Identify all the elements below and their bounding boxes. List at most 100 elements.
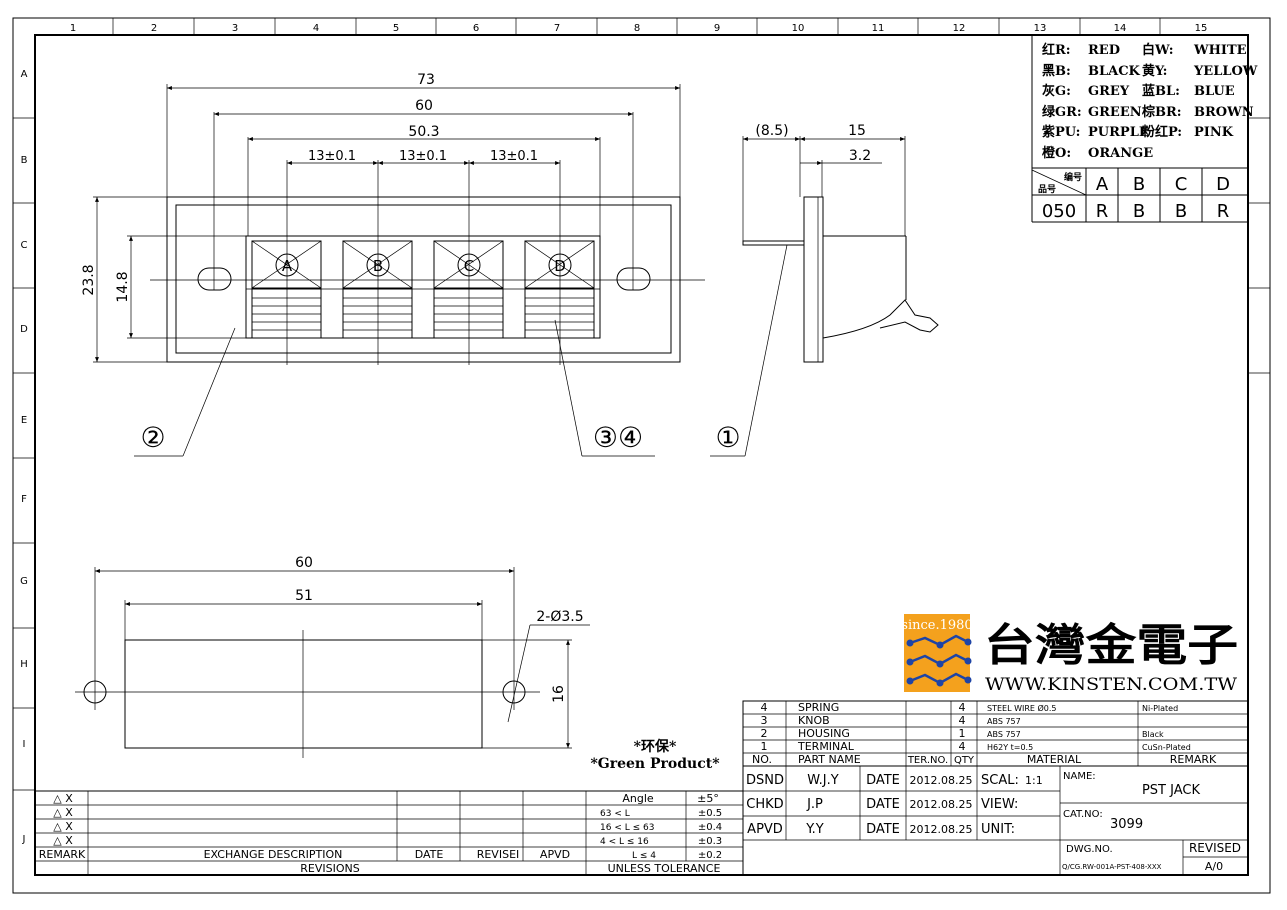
legend-name: BLACK — [1088, 64, 1141, 79]
bom-hdr-qty: QTY — [954, 755, 975, 766]
hole-note: 2-Ø3.5 — [536, 609, 583, 625]
legend-name: WHITE — [1193, 43, 1247, 58]
tol-angle-label: Angle — [622, 792, 654, 805]
view-label: VIEW: — [981, 797, 1018, 812]
legend-name: GREEN — [1088, 105, 1142, 120]
date-value: 2012.08.25 — [910, 798, 973, 811]
dim-16: 16 — [551, 685, 567, 703]
col-header: C — [1175, 174, 1188, 195]
legend-code: 棕BR: — [1141, 104, 1182, 120]
name-label: NAME: — [1063, 771, 1096, 782]
dwg-label: DWG.NO. — [1066, 844, 1113, 855]
row-label: I — [23, 739, 26, 750]
bom-no: 1 — [761, 740, 768, 753]
rev-row: △ X — [53, 820, 73, 833]
bom-remark: Ni-Plated — [1142, 704, 1178, 713]
dim-3-2: 3.2 — [849, 148, 871, 164]
legend-name: YELLOW — [1193, 64, 1258, 79]
row-label: H — [20, 659, 28, 670]
legend-code: 黑B: — [1042, 64, 1071, 79]
revisions-table: △ X △ X △ X △ X REMARK EXCHANGE DESCRIPT… — [35, 790, 744, 875]
color-cell: B — [1175, 201, 1187, 222]
legend-code: 橙O: — [1042, 145, 1071, 161]
chkd-name: J.P — [806, 797, 823, 812]
col-header: B — [1133, 174, 1145, 195]
legend-code: 粉红P: — [1142, 124, 1182, 140]
bom-qty: 1 — [959, 727, 966, 740]
legend-code: 黄Y: — [1142, 63, 1167, 79]
dsnd-name: W.J.Y — [807, 773, 838, 788]
col-label: 6 — [473, 23, 479, 34]
tol-range: L ≤ 4 — [632, 851, 656, 861]
dim-23-8: 23.8 — [81, 264, 97, 295]
dim-8-5: (8.5) — [755, 123, 788, 139]
legend-code: 蓝BL: — [1142, 83, 1180, 99]
rev-revised: REVISEI — [477, 848, 520, 861]
row-label: A — [21, 69, 28, 80]
bom-material: ABS 757 — [987, 730, 1021, 739]
row-label: E — [21, 415, 27, 426]
rev-apvd: APVD — [540, 848, 570, 861]
legend-code: 绿GR: — [1042, 104, 1082, 120]
rev-row: △ X — [53, 834, 73, 847]
col-label: 14 — [1114, 23, 1127, 34]
tol-range: 4 < L ≤ 16 — [600, 837, 649, 847]
hdr-bottom: 品号 — [1038, 184, 1056, 195]
bom-part: SPRING — [798, 701, 839, 714]
chkd-label: CHKD — [746, 797, 783, 812]
color-cell: R — [1096, 201, 1109, 222]
rev-exchange: EXCHANGE DESCRIPTION — [204, 848, 343, 861]
bom-remark: Black — [1142, 730, 1164, 739]
tol-range: 63 < L — [600, 809, 630, 819]
legend-code: 红R: — [1042, 42, 1071, 58]
grid-row-labels: A B C D E F G H I J — [20, 69, 28, 845]
rev-row: △ X — [53, 792, 73, 805]
color-cell: B — [1133, 201, 1145, 222]
bom-part: TERMINAL — [797, 740, 855, 753]
dim-73: 73 — [417, 72, 435, 88]
dim-15: 15 — [848, 123, 866, 139]
legend-code: 白W: — [1142, 42, 1174, 58]
key-label: A — [282, 257, 293, 275]
legend-name: PURPLE — [1088, 125, 1149, 140]
bom-qty: 4 — [959, 740, 966, 753]
row-label: B — [21, 155, 28, 166]
dim-pitch: 13±0.1 — [399, 149, 447, 164]
date-value: 2012.08.25 — [910, 823, 973, 836]
color-cell: R — [1217, 201, 1230, 222]
bom-part: HOUSING — [798, 727, 850, 740]
tol-angle: ±5° — [697, 792, 719, 805]
col-header: D — [1216, 174, 1230, 195]
row-label: F — [21, 494, 27, 505]
col-label: 8 — [634, 23, 640, 34]
bom-remark: CuSn-Plated — [1142, 743, 1191, 752]
bom-no: 2 — [761, 727, 768, 740]
col-label: 7 — [554, 23, 560, 34]
side-view: (8.5) 15 3.2 ① — [710, 123, 939, 457]
legend-name: BROWN — [1194, 105, 1254, 120]
color-table: 编号 品号 A B C D 050 R B B R — [1031, 168, 1248, 223]
grid-row-ticks — [13, 117, 1270, 791]
eco-line-1: *环保* — [634, 738, 677, 755]
col-label: 12 — [953, 23, 966, 34]
dim-51: 51 — [295, 588, 313, 604]
grid-col-labels: 1 2 3 4 5 6 7 8 9 10 11 12 13 14 15 — [70, 23, 1208, 34]
rev-date: DATE — [415, 848, 444, 861]
rev-title: REVISIONS — [300, 862, 359, 875]
bom-hdr-material: MATERIAL — [1027, 753, 1082, 766]
revised-label: REVISED — [1189, 841, 1241, 855]
tol-value: ±0.2 — [698, 850, 722, 861]
tol-value: ±0.5 — [698, 808, 722, 819]
col-label: 5 — [393, 23, 399, 34]
company-name: 台灣金電子 — [984, 620, 1238, 671]
bom-material: STEEL WIRE Ø0.5 — [987, 703, 1057, 713]
legend-name: RED — [1088, 43, 1120, 58]
legend-name: ORANGE — [1088, 146, 1153, 161]
bom-no: 3 — [761, 714, 768, 727]
dsnd-label: DSND — [746, 773, 784, 788]
key-c: C — [433, 240, 504, 339]
cat-no: 3099 — [1110, 817, 1143, 832]
date-label: DATE — [866, 822, 900, 837]
rev-remark: REMARK — [39, 848, 86, 861]
col-label: 13 — [1034, 23, 1047, 34]
